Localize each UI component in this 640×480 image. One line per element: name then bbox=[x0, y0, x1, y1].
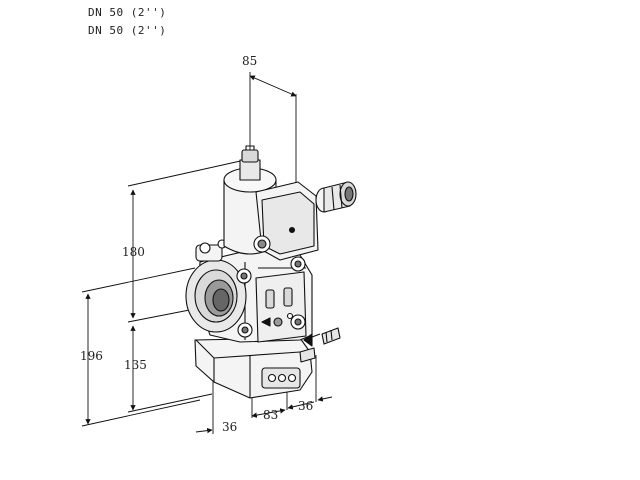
lower-nipple bbox=[299, 347, 316, 363]
pressure-nipple bbox=[303, 327, 341, 347]
dim-36-left-label: 36 bbox=[222, 420, 237, 434]
dim-83-label: 83 bbox=[263, 408, 278, 422]
front-plate bbox=[255, 271, 307, 343]
dim-135-label: 135 bbox=[124, 358, 147, 372]
cable-gland bbox=[315, 181, 357, 213]
model-label-line-2: DN 50 (2'') bbox=[88, 24, 167, 37]
dim-85-label: 85 bbox=[242, 54, 257, 68]
dim-196-label: 196 bbox=[80, 349, 103, 363]
test-nipple-left bbox=[265, 289, 275, 309]
model-label-line-1: DN 50 (2'') bbox=[88, 6, 167, 19]
dimension-lines bbox=[81, 72, 333, 434]
dim-36-right-label: 36 bbox=[298, 399, 313, 413]
dim-180-label: 180 bbox=[122, 245, 145, 259]
test-nipple-right bbox=[283, 287, 293, 307]
actuator-stem bbox=[239, 159, 261, 181]
valve-body bbox=[185, 145, 357, 399]
